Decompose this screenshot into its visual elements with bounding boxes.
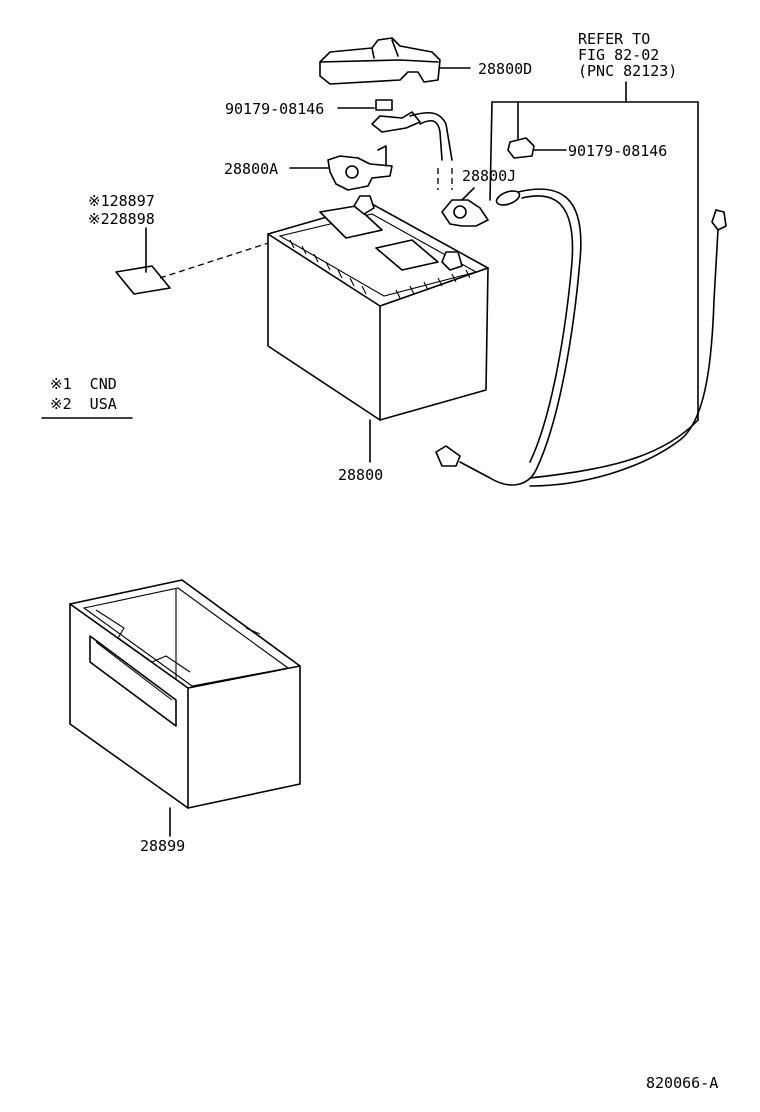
- positive-terminal-drawing: [289, 145, 393, 191]
- part-label-positive-terminal: 28800A: [224, 160, 279, 178]
- ground-cable-drawing: [435, 188, 727, 487]
- terminal-cover-drawing: [319, 37, 471, 85]
- positive-cable-drawing: [371, 111, 453, 190]
- part-label-negative-terminal: 28800J: [462, 167, 517, 185]
- part-label-nut-top: 90179-08146: [225, 100, 325, 118]
- label-sticker-drawing: [115, 227, 291, 295]
- nut-top-drawing: [337, 99, 393, 111]
- reference-line-1: REFER TO: [578, 30, 651, 48]
- nut-right-drawing: [507, 137, 567, 159]
- battery-tray-drawing: [69, 579, 301, 837]
- reference-line-2: FIG 82-02: [578, 46, 660, 64]
- part-label-terminal-cover: 28800D: [478, 60, 533, 78]
- part-label-sticker-2: ※228898: [88, 210, 155, 228]
- part-label-battery: 28800: [338, 466, 384, 484]
- figure-id: 820066-A: [646, 1074, 719, 1092]
- legend-line-1: ※1 CND: [50, 375, 117, 393]
- part-label-battery-tray: 28899: [140, 837, 186, 855]
- reference-bracket: [489, 81, 699, 421]
- battery-drawing: [267, 195, 489, 463]
- part-label-sticker-1: ※128897: [88, 192, 155, 210]
- legend-line-2: ※2 USA: [50, 395, 117, 413]
- part-label-nut-right: 90179-08146: [568, 142, 668, 160]
- reference-line-3: (PNC 82123): [578, 62, 678, 80]
- negative-terminal-drawing: [441, 187, 489, 227]
